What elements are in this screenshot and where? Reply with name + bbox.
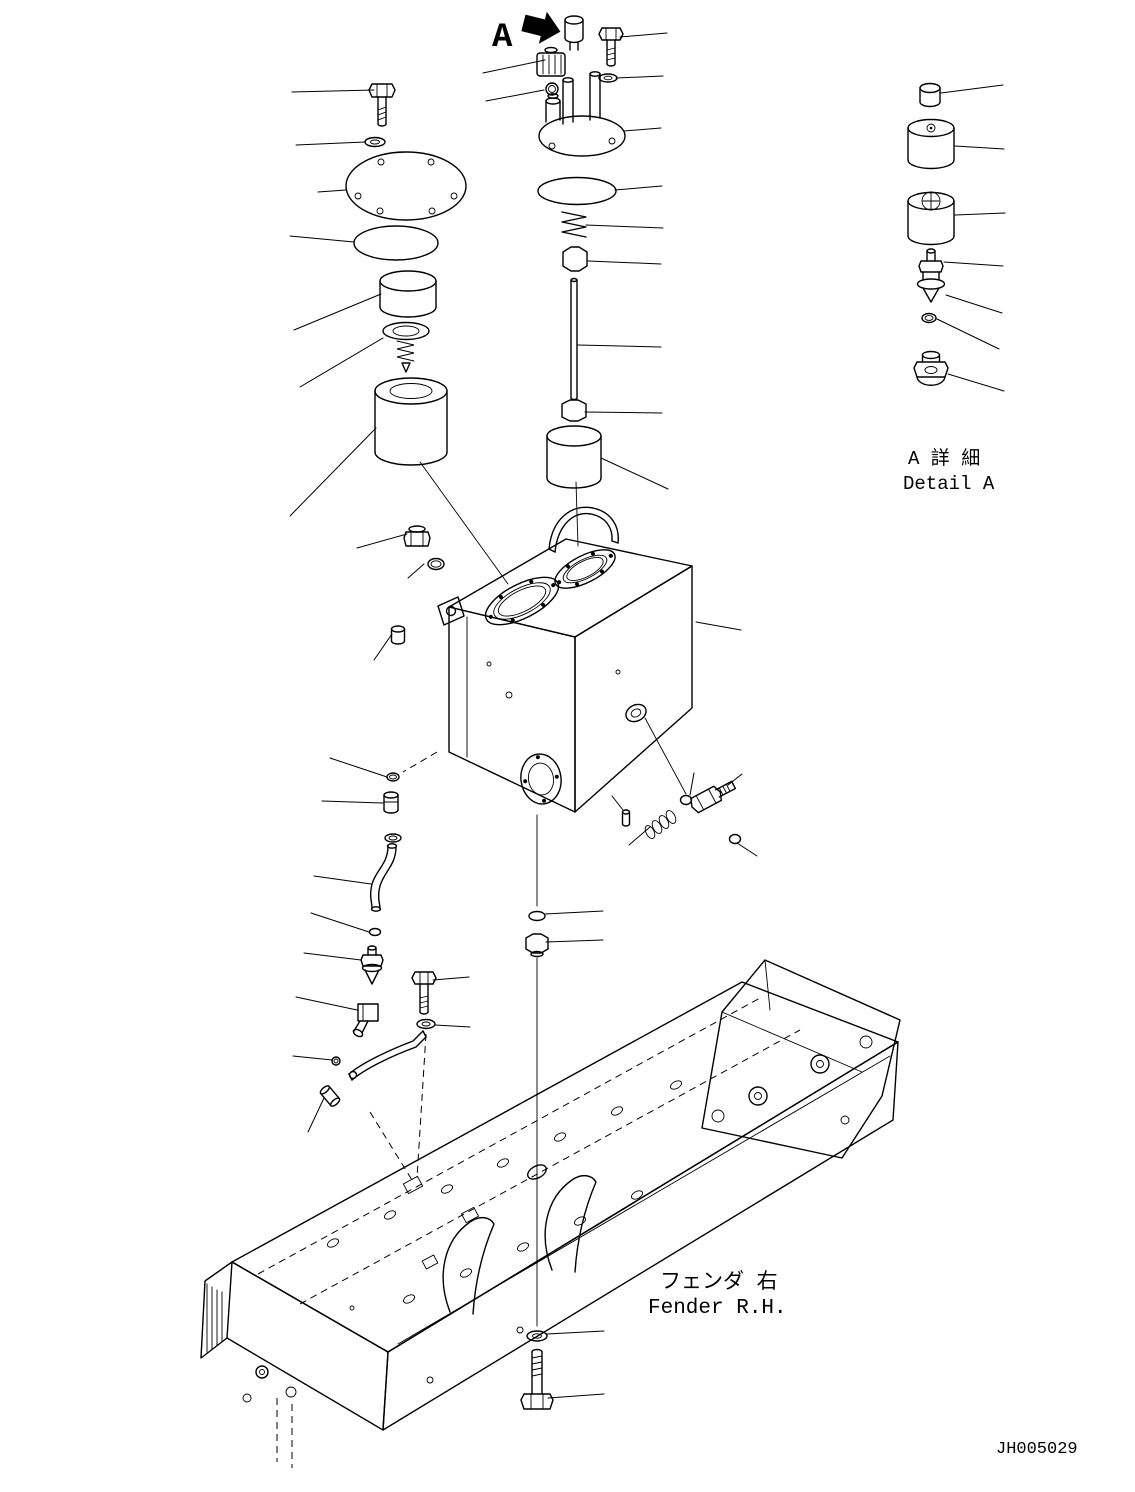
cover-plate-group [345, 83, 467, 466]
detail-a-title-en: Detail A [903, 473, 995, 495]
callout-leader-lines [289, 32, 1006, 1399]
drain-piping-group [319, 772, 437, 1107]
detail-a-marker: A [492, 11, 561, 57]
elbow-fitting-group [621, 780, 742, 845]
center-stud-group [520, 910, 554, 1410]
detail-a-parts: A 詳 細 Detail A [903, 82, 995, 495]
fender-label-en: Fender R.H. [648, 1297, 787, 1320]
detail-arrow-icon [521, 11, 561, 44]
construction-lines [276, 461, 687, 1468]
drawing-number: JH005029 [996, 1440, 1078, 1459]
tank-plug-group [390, 525, 445, 645]
detail-a-title-jp: A 詳 細 [908, 447, 980, 470]
fender-right-hand: フェンダ 右 Fender R.H. [200, 959, 901, 1431]
hydraulic-tank [437, 506, 693, 813]
fender-label-jp: フェンダ 右 [660, 1270, 778, 1295]
breather-cap-assembly [536, 15, 626, 206]
level-rod-group [546, 211, 602, 489]
detail-marker-letter: A [492, 19, 513, 57]
